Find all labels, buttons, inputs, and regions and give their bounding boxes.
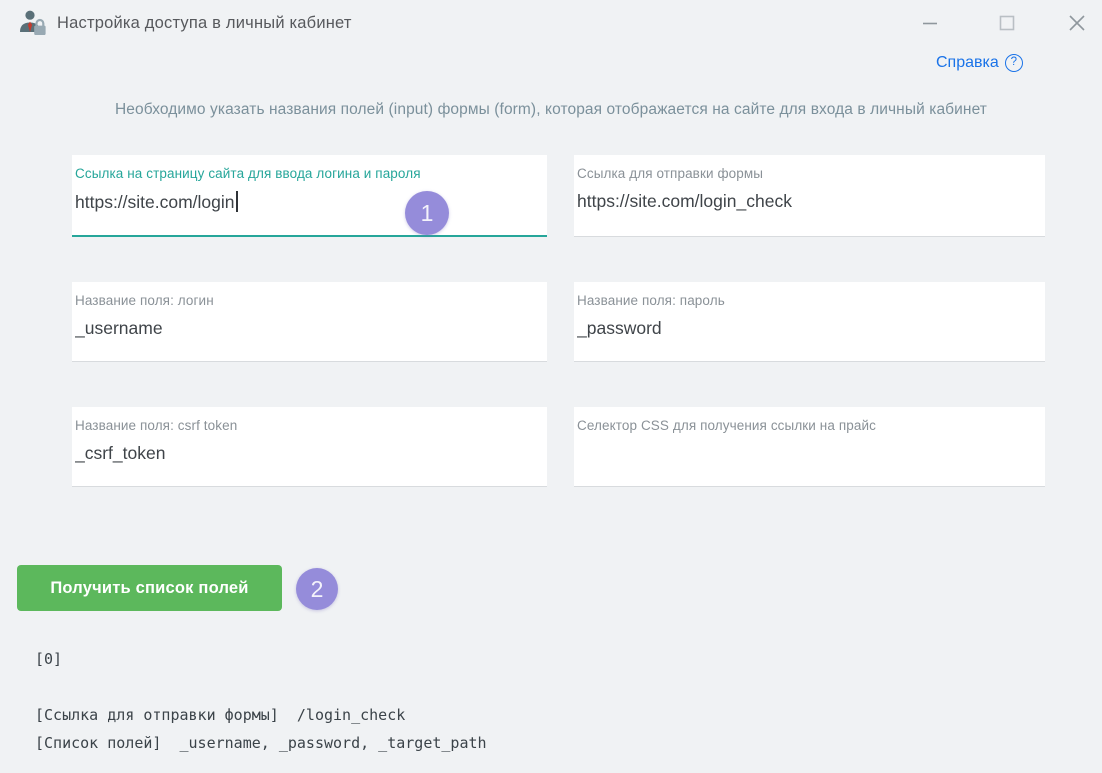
field-label: Ссылка для отправки формы [577,166,764,181]
field-value: https://site.com/login [75,192,235,212]
field-label: Название поля: csrf token [75,418,238,433]
form-instructions: Необходимо указать названия полей (input… [115,101,987,118]
output-line [35,673,487,701]
text-caret [235,191,238,212]
credentials-form: Ссылка на страницу сайта для ввода логин… [72,155,1045,487]
field-value: https://site.com/login_check [577,191,792,211]
output-line: [Ссылка для отправки формы] /login_check [35,706,406,724]
csrf-token-field-name-input[interactable]: Название поля: csrf token _csrf_token [72,407,547,487]
question-mark-icon: ? [1004,54,1023,72]
help-link-label: Справка [936,54,999,71]
step-1-badge: 1 [405,191,449,235]
field-label: Ссылка на страницу сайта для ввода логин… [75,166,421,181]
maximize-button[interactable] [990,0,1024,46]
password-field-name-input[interactable]: Название поля: пароль _password [574,282,1045,362]
title-bar: Настройка доступа в личный кабинет [0,0,1102,46]
output-line: [Список полей] _username, _password, _ta… [35,734,487,752]
field-label: Название поля: пароль [577,293,725,308]
window-title: Настройка доступа в личный кабинет [57,13,352,32]
user-lock-icon [17,9,49,37]
close-button[interactable] [1060,0,1094,46]
field-value: _password [577,318,662,338]
form-submit-url-input[interactable]: Ссылка для отправки формы https://site.c… [574,155,1045,237]
login-page-url-input[interactable]: Ссылка на страницу сайта для ввода логин… [72,155,547,237]
field-label: Название поля: логин [75,293,214,308]
output-line: [0] [35,650,63,668]
field-value: _username [75,318,163,338]
step-2-badge: 2 [296,568,338,610]
help-link[interactable]: Справка ? [936,54,1023,72]
field-label: Селектор CSS для получения ссылки на пра… [577,418,876,433]
minimize-button[interactable] [913,0,947,46]
css-selector-input[interactable]: Селектор CSS для получения ссылки на пра… [574,407,1045,487]
result-output: [0] [Ссылка для отправки формы] /login_c… [35,645,487,757]
login-field-name-input[interactable]: Название поля: логин _username [72,282,547,362]
get-field-list-button[interactable]: Получить список полей [17,565,282,611]
field-value: _csrf_token [75,443,166,463]
